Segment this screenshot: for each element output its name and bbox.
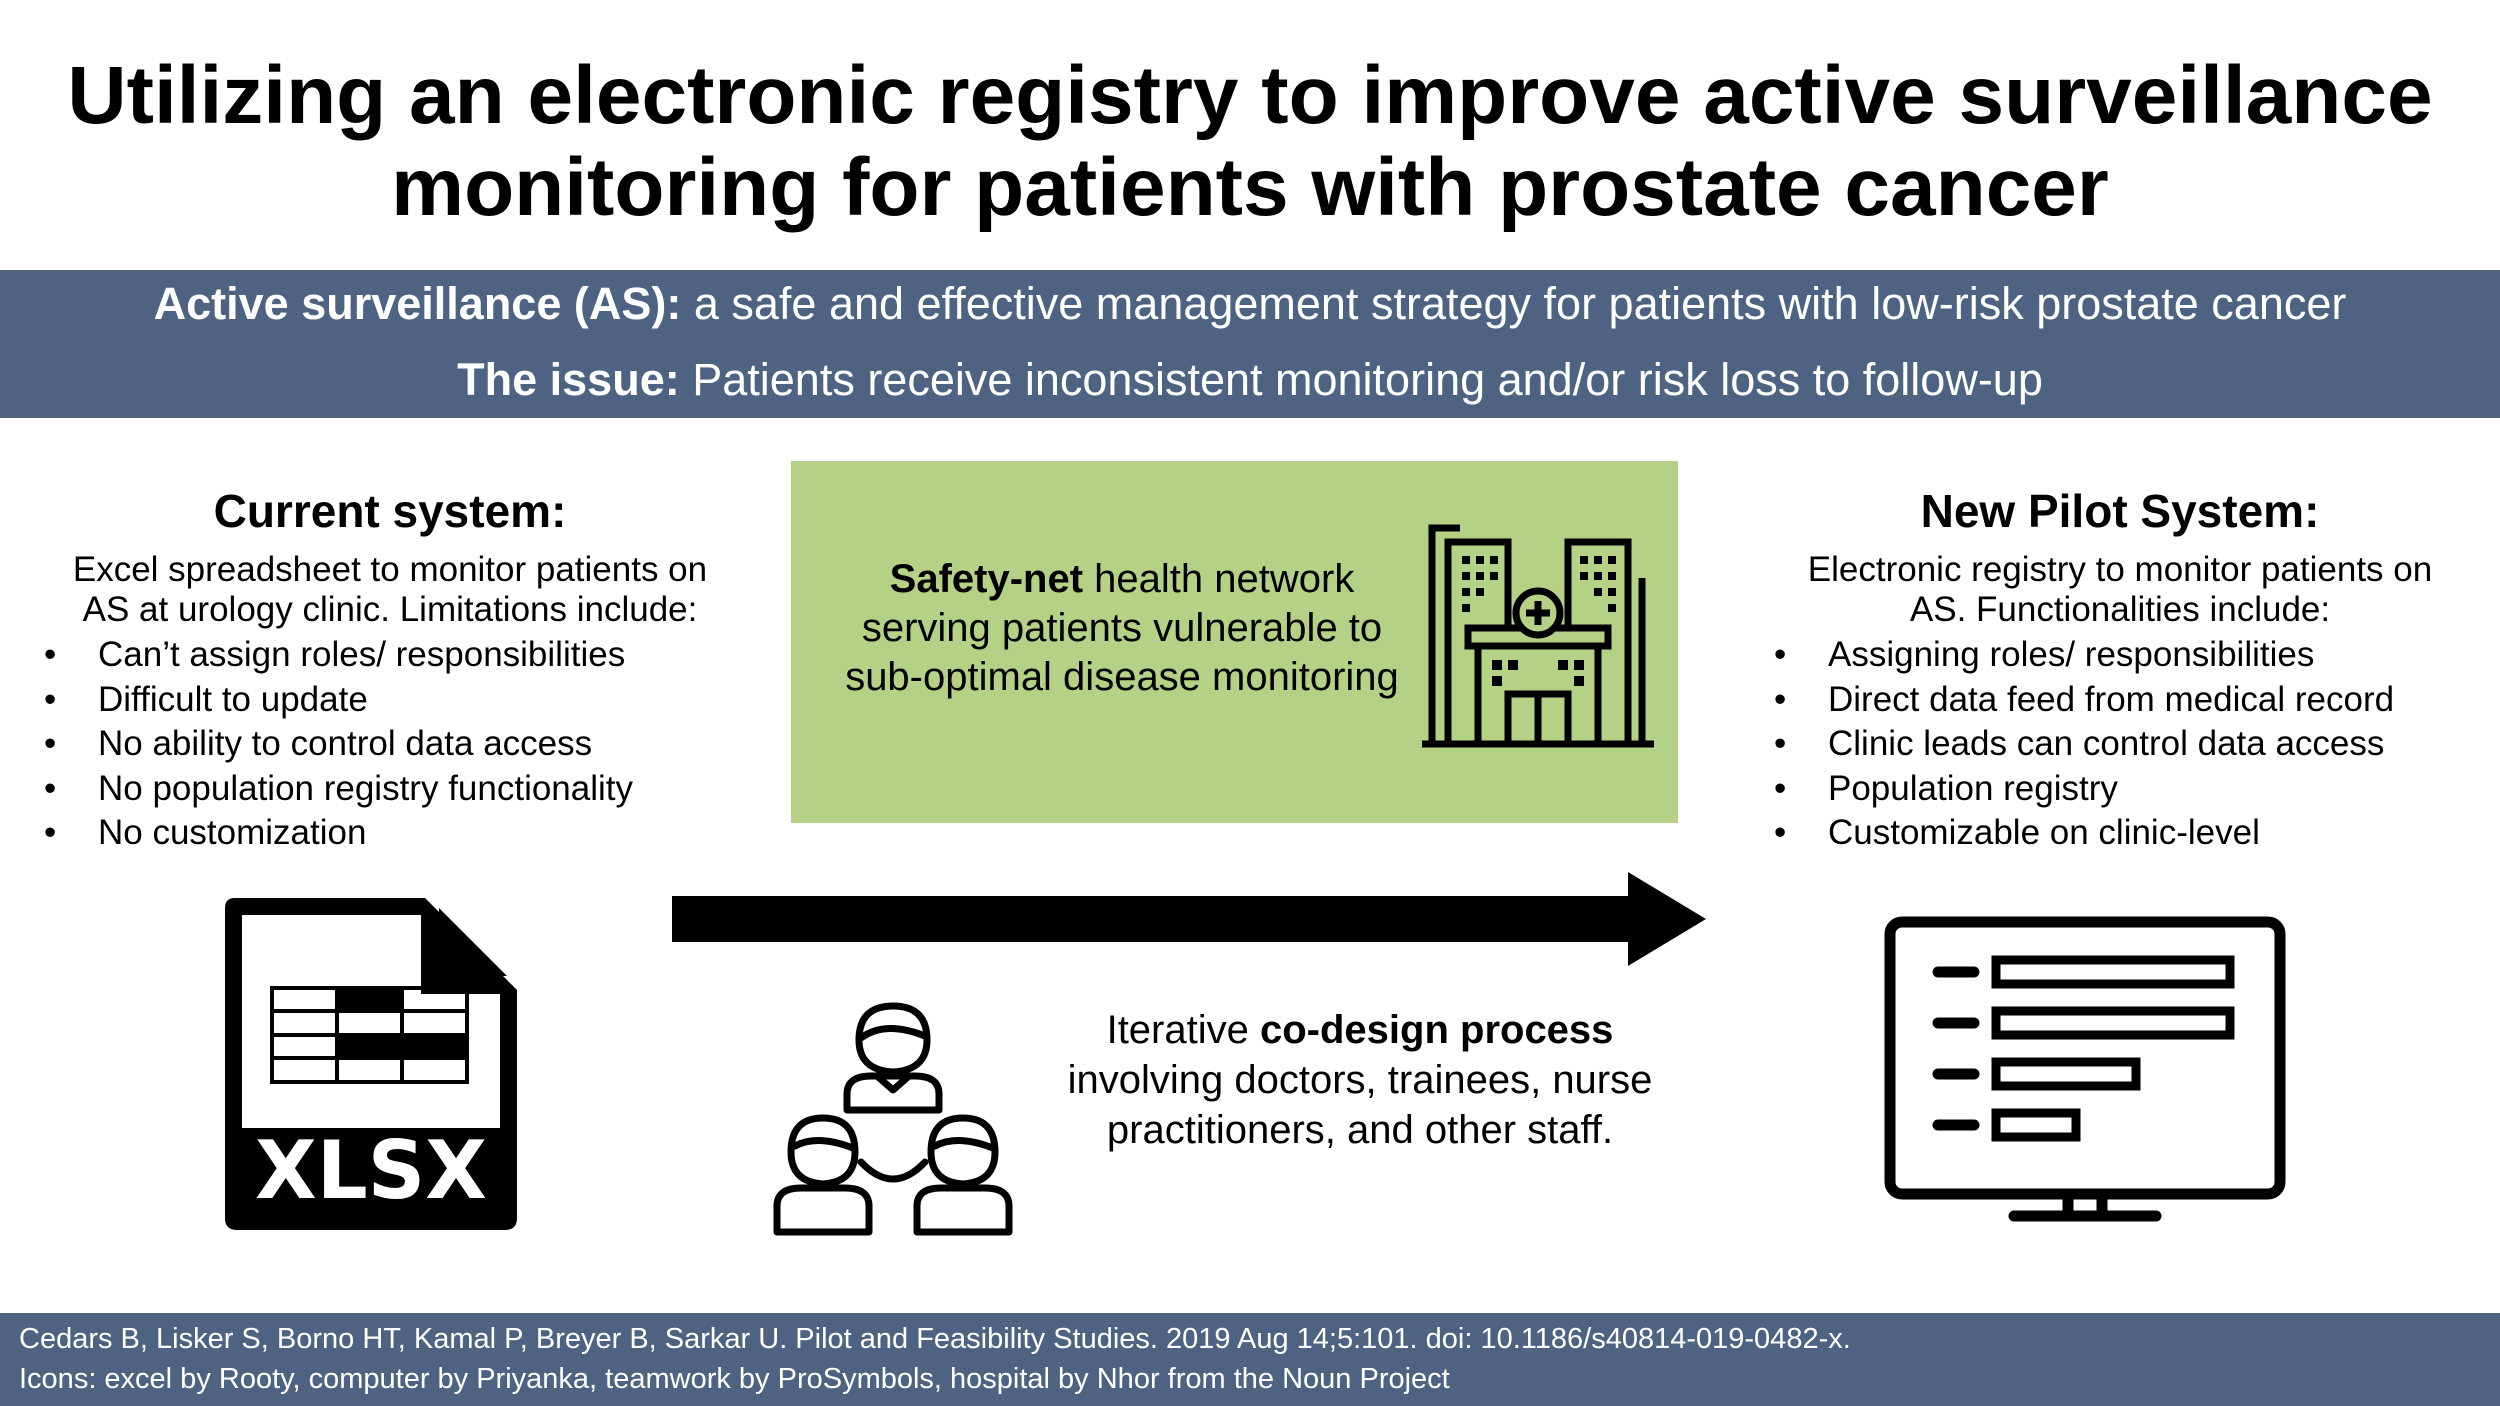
current-system-intro: Excel spreadsheet to monitor patients on… [30,550,750,630]
list-item: No ability to control data access [38,722,758,767]
page-title: Utilizing an electronic registry to impr… [0,50,2500,234]
hospital-icon [1422,524,1654,748]
safety-net-bold: Safety-net [889,557,1084,601]
current-intro-line-1: Excel spreadsheet to monitor patients on [72,550,708,589]
list-item: Population registry [1768,767,2468,812]
xlsx-file-icon: XLSX [225,898,517,1230]
safety-net-line-2: serving patients vulnerable to [861,606,1383,650]
as-definition: Active surveillance (AS): a safe and eff… [0,278,2500,330]
new-system-heading: New Pilot System: [1920,485,2320,537]
new-intro-line-2: AS. Functionalities include: [1909,590,2331,629]
issue-label: The issue: [457,354,680,405]
safety-net-box [791,461,1678,823]
codesign-line-3: practitioners, and other staff. [1106,1108,1614,1152]
safety-net-line-3: sub-optimal disease monitoring [845,655,1399,699]
citation-text: Cedars B, Lisker S, Borno HT, Kamal P, B… [19,1323,1851,1355]
codesign-bold: co-design process [1259,1008,1614,1052]
xlsx-label: XLSX [255,1124,487,1217]
list-item: Assigning roles/ responsibilities [1768,633,2468,678]
definition-banner: Active surveillance (AS): a safe and eff… [0,270,2500,418]
list-item: Clinic leads can control data access [1768,722,2468,767]
codesign-text: Iterative co-design process involving do… [1040,1005,1680,1155]
list-item: Customizable on clinic-level [1768,811,2468,856]
codesign-line-2: involving doctors, trainees, nurse [1067,1058,1653,1102]
list-item: Direct data feed from medical record [1768,678,2468,723]
issue-text: Patients receive inconsistent monitoring… [692,354,2043,405]
computer-registry-icon [1884,916,2286,1222]
new-intro-line-1: Electronic registry to monitor patients … [1807,550,2433,589]
new-system-intro: Electronic registry to monitor patients … [1770,550,2470,630]
footer: Cedars B, Lisker S, Borno HT, Kamal P, B… [0,1313,2500,1406]
current-intro-line-2: AS at urology clinic. Limitations includ… [82,590,698,629]
safety-net-line-1: Safety-net health network [822,555,1422,604]
as-label: Active surveillance (AS): [153,278,682,329]
codesign-line-1: Iterative co-design process [1040,1005,1680,1055]
safety-net-rest: health network [1083,557,1355,601]
codesign-pre: Iterative [1106,1008,1260,1052]
new-functionalities-list: Assigning roles/ responsibilities Direct… [1768,633,2468,856]
list-item: Difficult to update [38,678,758,723]
teamwork-icon [773,1002,1013,1236]
process-arrow [672,872,1706,966]
list-item: No population registry functionality [38,767,758,812]
issue-statement: The issue: Patients receive inconsistent… [0,354,2500,406]
current-limitations-list: Can’t assign roles/ responsibilities Dif… [38,633,758,856]
list-item: Can’t assign roles/ responsibilities [38,633,758,678]
safety-net-text: Safety-net health network serving patien… [822,555,1422,702]
title-line-1: Utilizing an electronic registry to impr… [67,50,2433,141]
current-system-heading: Current system: [213,485,567,537]
list-item: No customization [38,811,758,856]
icon-credits-text: Icons: excel by Rooty, computer by Priya… [19,1363,1450,1395]
title-line-2: monitoring for patients with prostate ca… [391,142,2109,233]
as-text: a safe and effective management strategy… [693,278,2347,329]
